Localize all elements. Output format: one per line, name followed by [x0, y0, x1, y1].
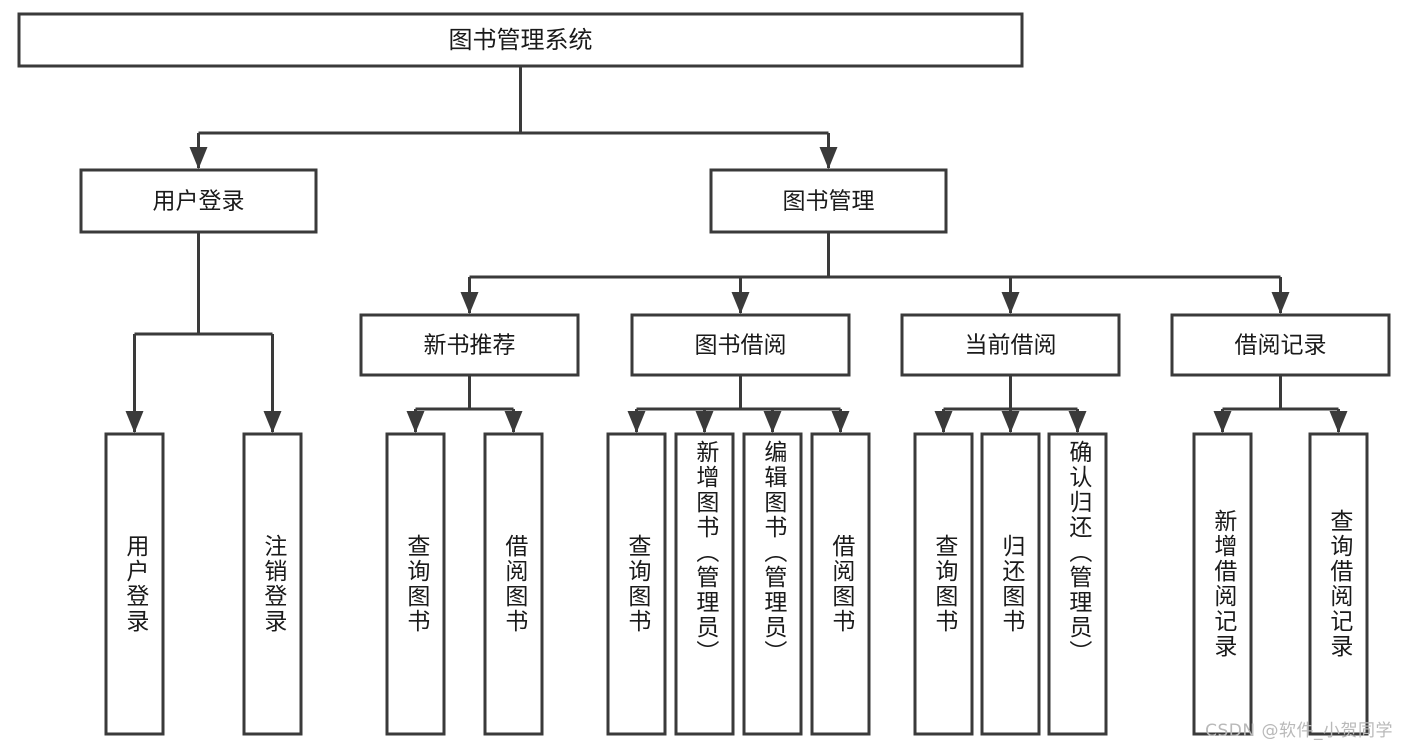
node-box-leaf-add-record[interactable] — [1192, 432, 1253, 736]
node-box-book-borrow[interactable] — [630, 313, 851, 377]
watermark-credit: CSDN @软件_小贺同学 — [1205, 721, 1393, 741]
arrow-head-icon-leaf-edit-book — [763, 411, 782, 433]
arrow-head-icon-leaf-borrow-book-rec — [504, 411, 523, 433]
node-box-borrow-record[interactable] — [1170, 313, 1391, 377]
arrow-head-icon-current-borrow — [1001, 292, 1020, 314]
arrow-head-icon-user-login — [189, 147, 208, 169]
node-box-leaf-query-book-current[interactable] — [913, 432, 974, 736]
node-box-book-manage[interactable] — [709, 168, 948, 234]
node-box-user-login[interactable] — [79, 168, 318, 234]
arrow-head-icon-leaf-add-record — [1213, 411, 1232, 433]
arrow-head-icon-leaf-query-book-rec — [406, 411, 425, 433]
node-label-borrow-record: 借阅记录 — [1235, 333, 1327, 359]
node-box-leaf-user-login[interactable] — [104, 432, 165, 736]
node-box-leaf-add-book[interactable] — [674, 432, 735, 736]
node-box-leaf-edit-book[interactable] — [742, 432, 803, 736]
node-box-leaf-return-book[interactable] — [980, 432, 1041, 736]
node-box-current-borrow[interactable] — [900, 313, 1121, 377]
boxes-layer — [17, 12, 1391, 736]
arrow-head-icon-leaf-confirm-return — [1068, 411, 1087, 433]
arrow-head-icon-leaf-query-book-borrow — [627, 411, 646, 433]
node-box-leaf-query-book-rec[interactable] — [385, 432, 446, 736]
connectors-layer — [125, 66, 1348, 433]
arrow-head-icon-leaf-user-login — [125, 411, 144, 433]
node-box-leaf-query-book-borrow[interactable] — [606, 432, 667, 736]
arrow-head-icon-leaf-query-record — [1329, 411, 1348, 433]
node-label-root: 图书管理系统 — [449, 26, 593, 54]
node-label-new-book-rec: 新书推荐 — [424, 333, 516, 359]
node-box-new-book-rec[interactable] — [359, 313, 580, 377]
node-box-leaf-borrow-book[interactable] — [810, 432, 871, 736]
node-box-leaf-confirm-return[interactable] — [1047, 432, 1108, 736]
node-label-book-manage: 图书管理 — [783, 189, 875, 215]
node-box-leaf-borrow-book-rec[interactable] — [483, 432, 544, 736]
node-label-book-borrow: 图书借阅 — [695, 333, 787, 359]
node-label-current-borrow: 当前借阅 — [965, 333, 1057, 359]
node-box-root[interactable] — [17, 12, 1024, 68]
arrow-head-icon-borrow-record — [1271, 292, 1290, 314]
arrow-head-icon-leaf-query-book-current — [934, 411, 953, 433]
arrow-head-icon-new-book-rec — [460, 292, 479, 314]
node-box-leaf-query-record[interactable] — [1308, 432, 1369, 736]
arrow-head-icon-leaf-borrow-book — [831, 411, 850, 433]
node-label-user-login: 用户登录 — [153, 189, 245, 215]
arrow-head-icon-leaf-return-book — [1001, 411, 1020, 433]
arrow-head-icon-leaf-user-logout — [263, 411, 282, 433]
node-box-leaf-user-logout[interactable] — [242, 432, 303, 736]
arrow-head-icon-leaf-add-book — [695, 411, 714, 433]
arrow-head-icon-book-borrow — [731, 292, 750, 314]
arrow-head-icon-book-manage — [819, 147, 838, 169]
